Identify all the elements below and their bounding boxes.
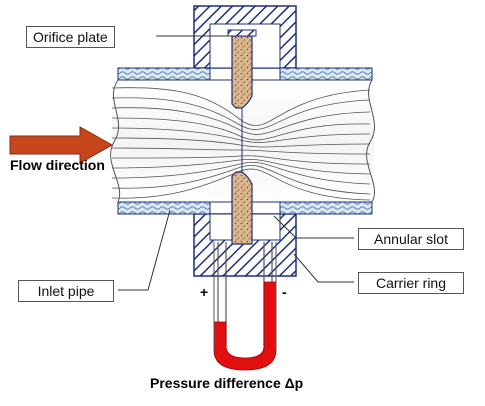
leader-lines xyxy=(118,35,354,291)
annular-slot-label: Annular slot xyxy=(358,228,464,250)
minus-sign: - xyxy=(282,284,287,300)
plus-sign: + xyxy=(200,284,209,300)
orifice-plate xyxy=(227,29,257,245)
pressure-difference-label: Pressure difference Δp xyxy=(150,375,304,391)
flow-direction-label: Flow direction xyxy=(10,157,105,173)
carrier-ring-label: Carrier ring xyxy=(358,272,464,294)
orifice-plate-label: Orifice plate xyxy=(26,26,115,48)
annular-slot xyxy=(210,79,280,203)
inlet-pipe-label: Inlet pipe xyxy=(18,280,114,302)
flow-arrow xyxy=(9,126,114,164)
inlet-pipe xyxy=(110,67,376,215)
u-tube-manometer xyxy=(213,242,277,371)
